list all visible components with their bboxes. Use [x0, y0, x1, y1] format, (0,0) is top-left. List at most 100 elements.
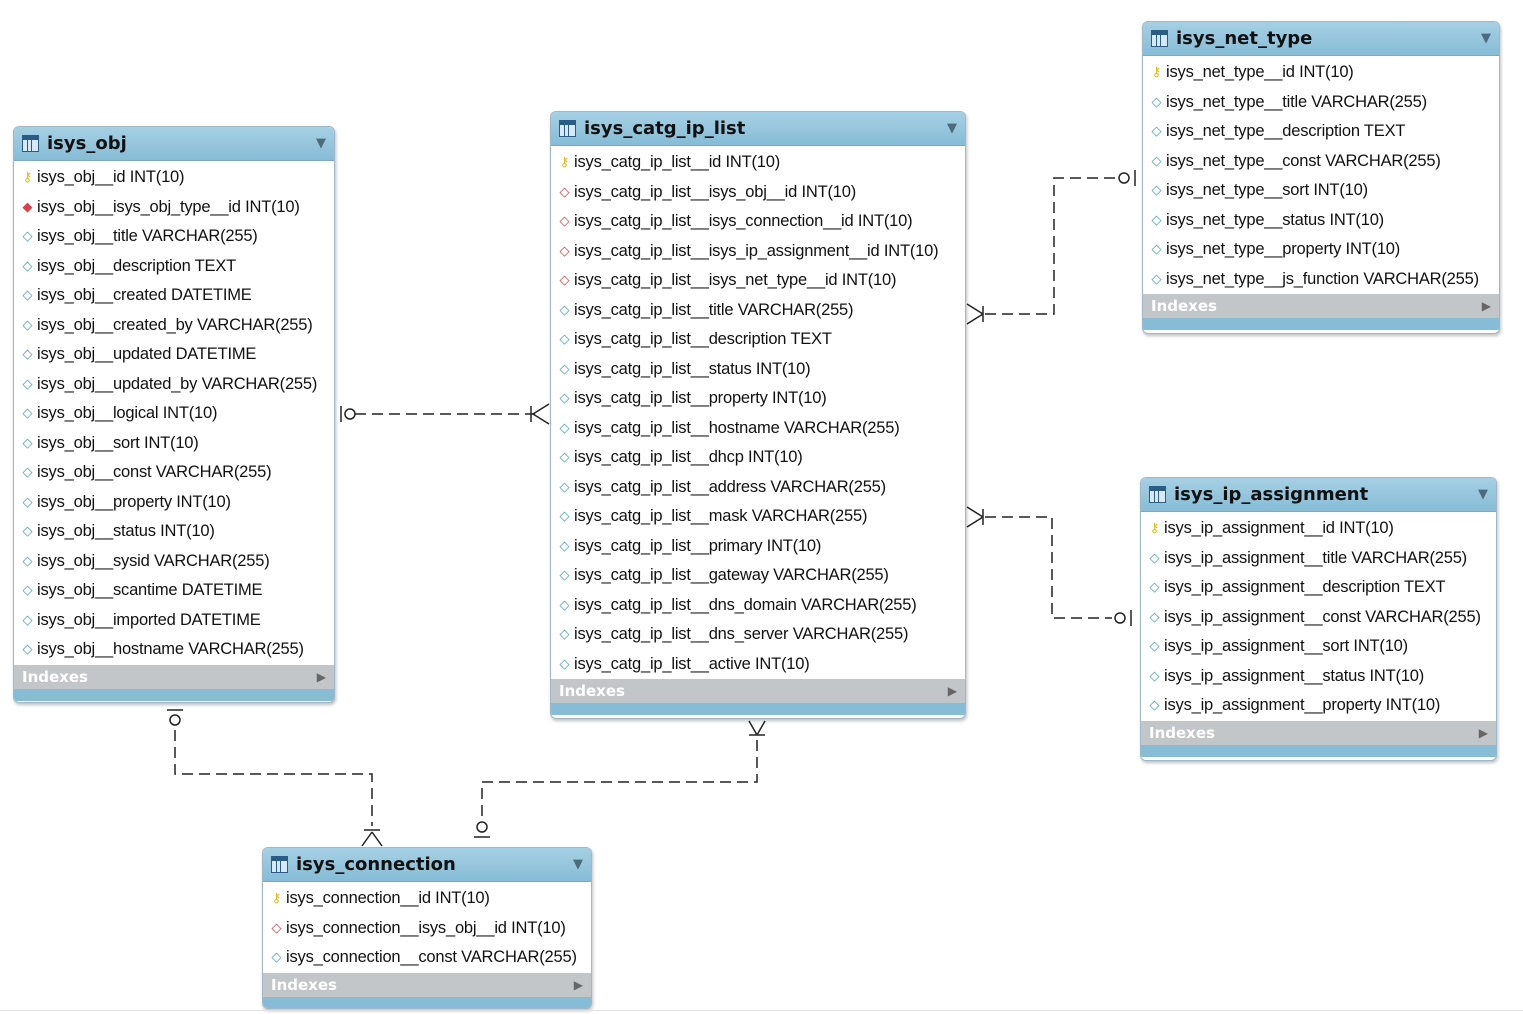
column-row[interactable]: ⚷isys_ip_assignment__id INT(10) [1141, 514, 1496, 544]
table-header[interactable]: isys_connection ▼ [263, 848, 591, 882]
column-row[interactable]: ◇isys_obj__created_by VARCHAR(255) [14, 311, 334, 341]
column-row[interactable]: ◇isys_ip_assignment__const VARCHAR(255) [1141, 603, 1496, 633]
foreign-key-icon: ◇ [559, 214, 570, 229]
column-icon: ◇ [1149, 580, 1160, 595]
column-row[interactable]: ◇isys_net_type__const VARCHAR(255) [1143, 147, 1499, 177]
column-row[interactable]: ◇isys_catg_ip_list__status INT(10) [551, 355, 965, 385]
column-row[interactable]: ◇isys_catg_ip_list__property INT(10) [551, 384, 965, 414]
column-icon: ◇ [559, 361, 570, 377]
column-row[interactable]: ◇isys_obj__created DATETIME [14, 281, 334, 311]
column-row[interactable]: ◇isys_obj__sysid VARCHAR(255) [14, 547, 334, 577]
column-row[interactable]: ◇isys_catg_ip_list__description TEXT [551, 325, 965, 355]
triangle-right-icon[interactable]: ▶ [573, 977, 583, 992]
column-row[interactable]: ◇isys_net_type__property INT(10) [1143, 235, 1499, 265]
column-row[interactable]: ◇isys_catg_ip_list__mask VARCHAR(255) [551, 502, 965, 532]
column-row[interactable]: ◇isys_connection__isys_obj__id INT(10) [263, 914, 591, 944]
column-row[interactable]: ◇isys_ip_assignment__property INT(10) [1141, 691, 1496, 721]
column-label: isys_catg_ip_list__isys_obj__id INT(10) [574, 182, 857, 201]
column-row[interactable]: ◇isys_connection__const VARCHAR(255) [263, 943, 591, 973]
indexes-label: Indexes [1151, 297, 1217, 315]
indexes-bar[interactable]: Indexes ▶ [263, 972, 591, 997]
column-row[interactable]: ⚷isys_catg_ip_list__id INT(10) [551, 148, 965, 178]
column-row[interactable]: ◇isys_catg_ip_list__dns_domain VARCHAR(2… [551, 591, 965, 621]
column-row[interactable]: ⚷isys_connection__id INT(10) [263, 884, 591, 914]
table-title: isys_connection [296, 854, 456, 875]
column-row[interactable]: ◇isys_obj__imported DATETIME [14, 606, 334, 636]
column-row[interactable]: ◇isys_catg_ip_list__address VARCHAR(255) [551, 473, 965, 503]
column-row[interactable]: ◇isys_catg_ip_list__gateway VARCHAR(255) [551, 561, 965, 591]
column-row[interactable]: ◇isys_ip_assignment__title VARCHAR(255) [1141, 544, 1496, 574]
triangle-right-icon[interactable]: ▶ [947, 684, 957, 698]
table-isys-obj[interactable]: isys_obj ▼ ⚷isys_obj__id INT(10) ◆isys_o… [13, 126, 335, 703]
column-row[interactable]: ⚷isys_net_type__id INT(10) [1143, 58, 1499, 88]
column-label: isys_ip_assignment__description TEXT [1164, 578, 1446, 596]
column-row[interactable]: ◇isys_obj__scantime DATETIME [14, 576, 334, 606]
column-icon: ◇ [559, 656, 570, 672]
column-icon: ◇ [1151, 212, 1162, 228]
column-row[interactable]: ◇isys_catg_ip_list__isys_connection__id … [551, 207, 965, 237]
column-icon: ◇ [559, 420, 570, 436]
column-label: isys_catg_ip_list__gateway VARCHAR(255) [574, 566, 889, 584]
table-header[interactable]: isys_catg_ip_list ▼ [551, 112, 965, 146]
chevron-down-icon[interactable]: ▼ [573, 857, 583, 872]
primary-key-icon: ⚷ [559, 155, 570, 170]
column-row[interactable]: ◇isys_net_type__title VARCHAR(255) [1143, 88, 1499, 118]
column-row[interactable]: ◇isys_catg_ip_list__dns_server VARCHAR(2… [551, 620, 965, 650]
triangle-right-icon[interactable]: ▶ [1478, 725, 1488, 740]
table-isys-connection[interactable]: isys_connection ▼ ⚷isys_connection__id I… [262, 847, 592, 1009]
column-row[interactable]: ◆isys_obj__isys_obj_type__id INT(10) [14, 193, 334, 223]
column-icon: ◇ [1149, 550, 1160, 566]
indexes-bar[interactable]: Indexes ▶ [1141, 720, 1496, 745]
column-row[interactable]: ◇isys_obj__hostname VARCHAR(255) [14, 635, 334, 665]
column-row[interactable]: ◇isys_ip_assignment__sort INT(10) [1141, 632, 1496, 662]
indexes-bar[interactable]: Indexes ▶ [1143, 294, 1499, 318]
table-header[interactable]: isys_obj ▼ [14, 127, 334, 161]
column-label: isys_net_type__description TEXT [1166, 122, 1406, 140]
column-row[interactable]: ◇isys_net_type__sort INT(10) [1143, 176, 1499, 206]
chevron-down-icon[interactable]: ▼ [316, 136, 326, 151]
column-row[interactable]: ◇isys_obj__status INT(10) [14, 517, 334, 547]
column-row[interactable]: ◇isys_catg_ip_list__active INT(10) [551, 650, 965, 680]
indexes-label: Indexes [559, 682, 625, 700]
column-row[interactable]: ◇isys_net_type__status INT(10) [1143, 206, 1499, 236]
column-row[interactable]: ◇isys_net_type__description TEXT [1143, 117, 1499, 147]
column-row[interactable]: ◇isys_ip_assignment__status INT(10) [1141, 662, 1496, 692]
column-row[interactable]: ◇isys_obj__logical INT(10) [14, 399, 334, 429]
column-icon: ◇ [1151, 153, 1162, 169]
column-row[interactable]: ◇isys_catg_ip_list__dhcp INT(10) [551, 443, 965, 473]
column-list: ⚷isys_obj__id INT(10) ◆isys_obj__isys_ob… [14, 161, 334, 665]
column-row[interactable]: ◇isys_obj__updated DATETIME [14, 340, 334, 370]
column-row[interactable]: ◇isys_catg_ip_list__isys_ip_assignment__… [551, 237, 965, 267]
column-row[interactable]: ◇isys_obj__description TEXT [14, 252, 334, 282]
column-icon: ◇ [22, 553, 33, 569]
indexes-bar[interactable]: Indexes ▶ [14, 664, 334, 689]
column-row[interactable]: ◇isys_obj__updated_by VARCHAR(255) [14, 370, 334, 400]
table-header[interactable]: isys_net_type ▼ [1143, 22, 1499, 56]
column-row[interactable]: ◇isys_catg_ip_list__title VARCHAR(255) [551, 296, 965, 326]
table-header[interactable]: isys_ip_assignment ▼ [1141, 478, 1496, 512]
column-row[interactable]: ◇isys_obj__sort INT(10) [14, 429, 334, 459]
indexes-bar[interactable]: Indexes ▶ [551, 679, 965, 703]
triangle-right-icon[interactable]: ▶ [316, 669, 326, 684]
column-row[interactable]: ◇isys_obj__title VARCHAR(255) [14, 222, 334, 252]
table-isys-ip-assignment[interactable]: isys_ip_assignment ▼ ⚷isys_ip_assignment… [1140, 477, 1497, 761]
column-icon: ◇ [559, 627, 570, 642]
column-row[interactable]: ◇ isys_ip_assignment__description TEXT [1141, 573, 1496, 603]
column-row[interactable]: ◇isys_obj__property INT(10) [14, 488, 334, 518]
table-isys-net-type[interactable]: isys_net_type ▼ ⚷isys_net_type__id INT(1… [1142, 21, 1500, 334]
column-label: isys_net_type__title VARCHAR(255) [1166, 92, 1427, 111]
column-row[interactable]: ◇isys_catg_ip_list__isys_obj__id INT(10) [551, 178, 965, 208]
chevron-down-icon[interactable]: ▼ [1478, 487, 1488, 502]
column-row[interactable]: ◇isys_catg_ip_list__isys_net_type__id IN… [551, 266, 965, 296]
table-isys-catg-ip-list[interactable]: isys_catg_ip_list ▼ ⚷isys_catg_ip_list__… [550, 111, 966, 719]
chevron-down-icon[interactable]: ▼ [1481, 31, 1491, 46]
column-row[interactable]: ◇isys_obj__const VARCHAR(255) [14, 458, 334, 488]
column-row[interactable]: ◇isys_catg_ip_list__hostname VARCHAR(255… [551, 414, 965, 444]
column-row[interactable]: ◇isys_net_type__js_function VARCHAR(255) [1143, 265, 1499, 295]
chevron-down-icon[interactable]: ▼ [947, 121, 957, 136]
column-row[interactable]: ⚷isys_obj__id INT(10) [14, 163, 334, 193]
column-icon: ◇ [559, 450, 570, 465]
column-row[interactable]: ◇isys_catg_ip_list__primary INT(10) [551, 532, 965, 562]
triangle-right-icon[interactable]: ▶ [1481, 299, 1491, 313]
column-label: isys_ip_assignment__property INT(10) [1164, 696, 1441, 714]
